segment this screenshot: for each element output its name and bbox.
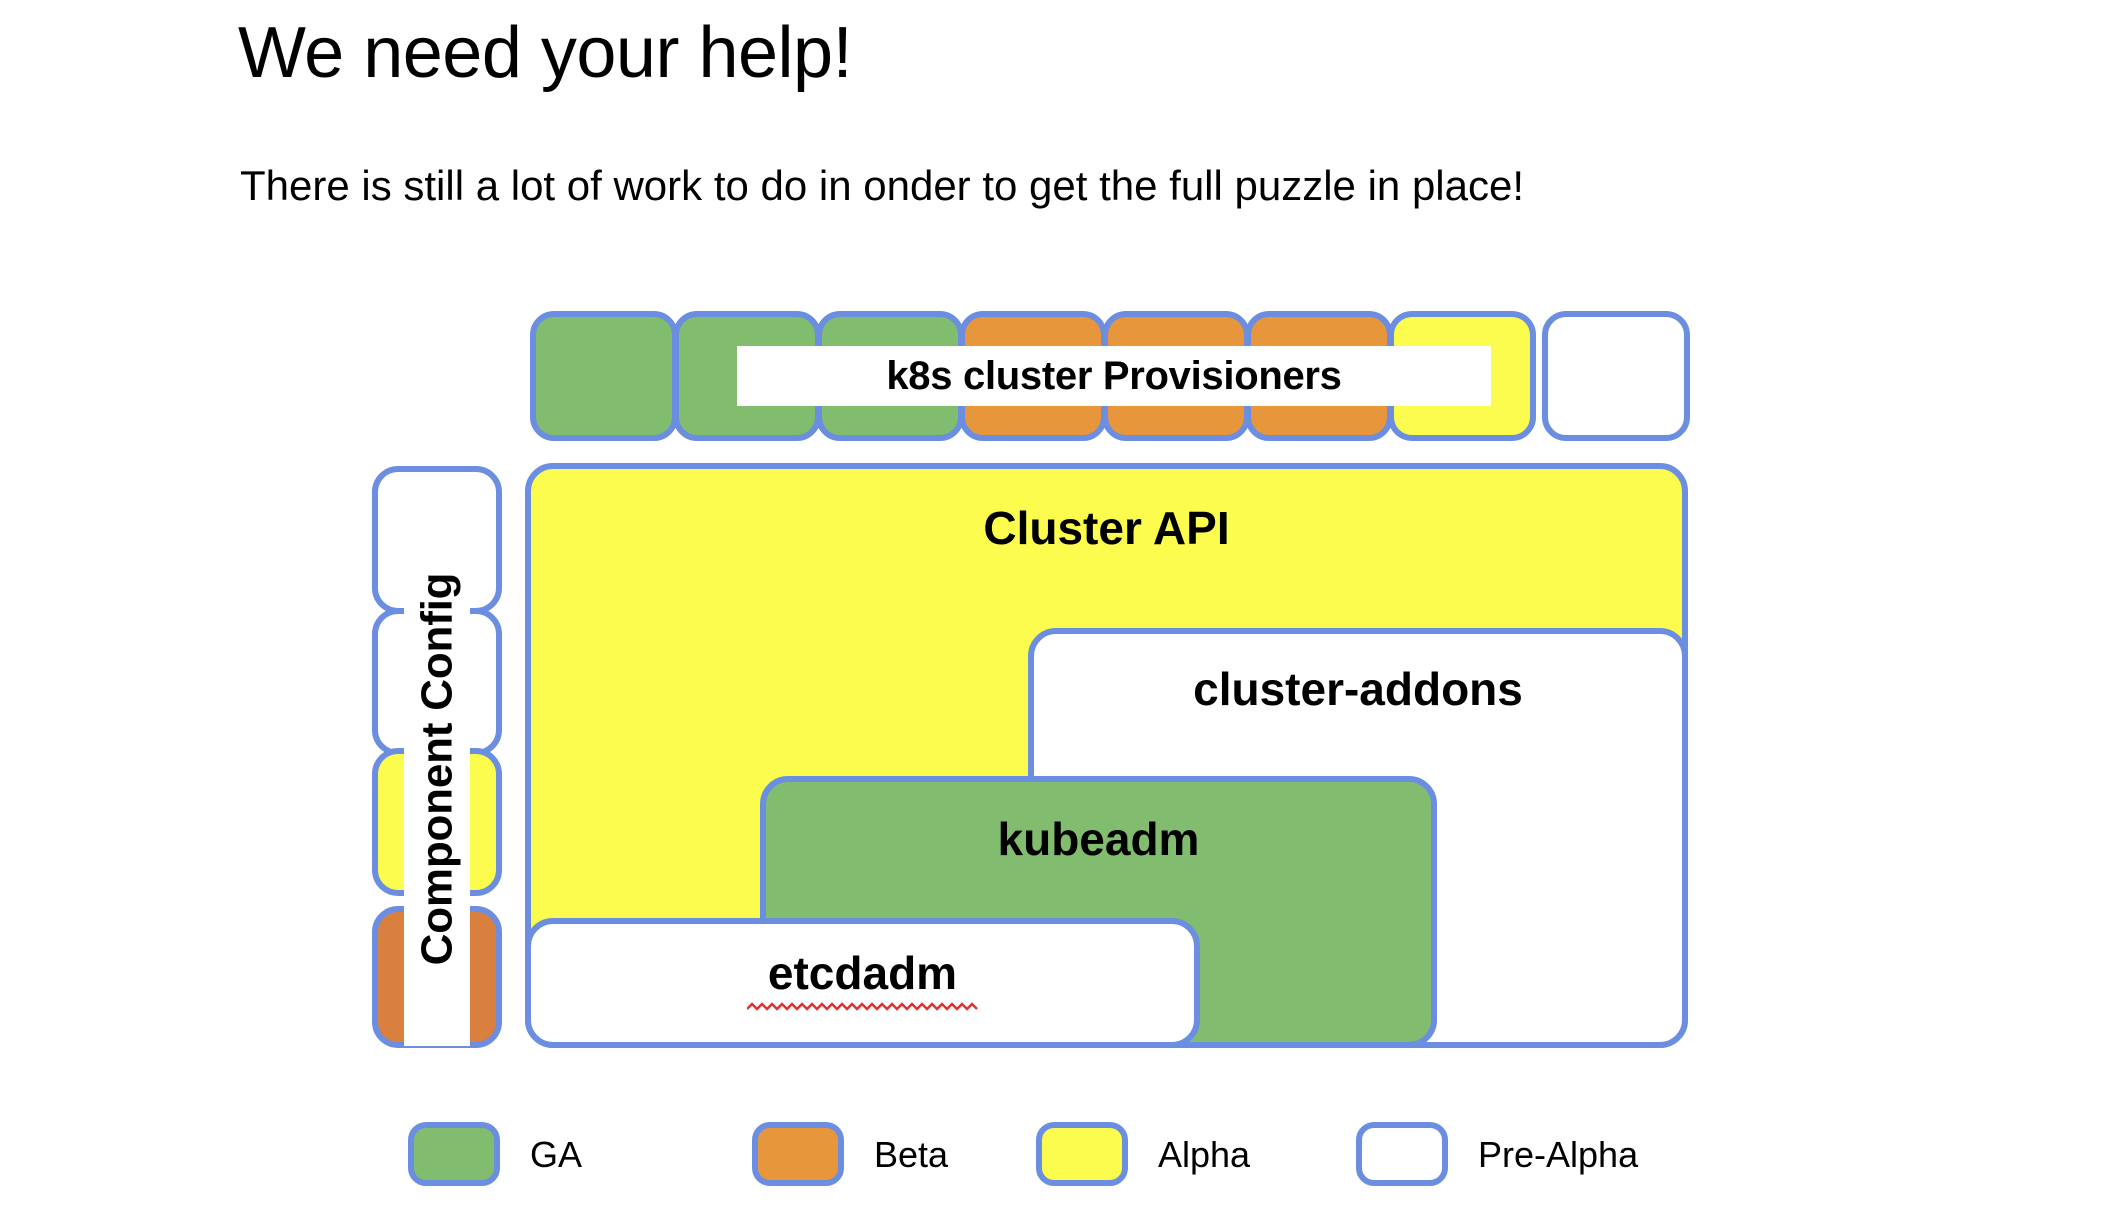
component-config-label: Component Config <box>404 492 470 1046</box>
legend-swatch-beta <box>752 1122 844 1186</box>
box-kubeadm-label: kubeadm <box>997 813 1200 865</box>
provisioner-box-1[interactable] <box>530 311 678 441</box>
box-etcdadm[interactable]: etcdadm <box>525 918 1200 1048</box>
component-config-label-text: Component Config <box>412 572 461 966</box>
legend-label: Alpha <box>1158 1134 1251 1175</box>
box-etcdadm-label: etcdadm <box>767 947 958 999</box>
spellcheck-squiggle-icon <box>746 1002 978 1011</box>
legend-swatch-ga <box>408 1122 500 1186</box>
box-etcdadm-label-wrap: etcdadm <box>531 946 1194 1012</box>
legend-label: Beta <box>874 1134 949 1175</box>
provisioner-strip-label: k8s cluster Provisioners <box>737 346 1491 406</box>
status-legend: GA Beta Alpha Pre-Alpha <box>0 1120 2126 1200</box>
legend-label: Pre-Alpha <box>1478 1134 1639 1175</box>
legend-swatch-prealpha <box>1356 1122 1448 1186</box>
page-subtitle: There is still a lot of work to do in on… <box>240 162 1525 209</box>
legend-label: GA <box>530 1134 583 1175</box>
box-cluster-addons-label: cluster-addons <box>1193 663 1523 715</box>
page-title: We need your help! <box>238 13 853 93</box>
box-cluster-api-label: Cluster API <box>983 502 1230 554</box>
provisioner-box-8[interactable] <box>1542 311 1690 441</box>
legend-swatch-alpha <box>1036 1122 1128 1186</box>
